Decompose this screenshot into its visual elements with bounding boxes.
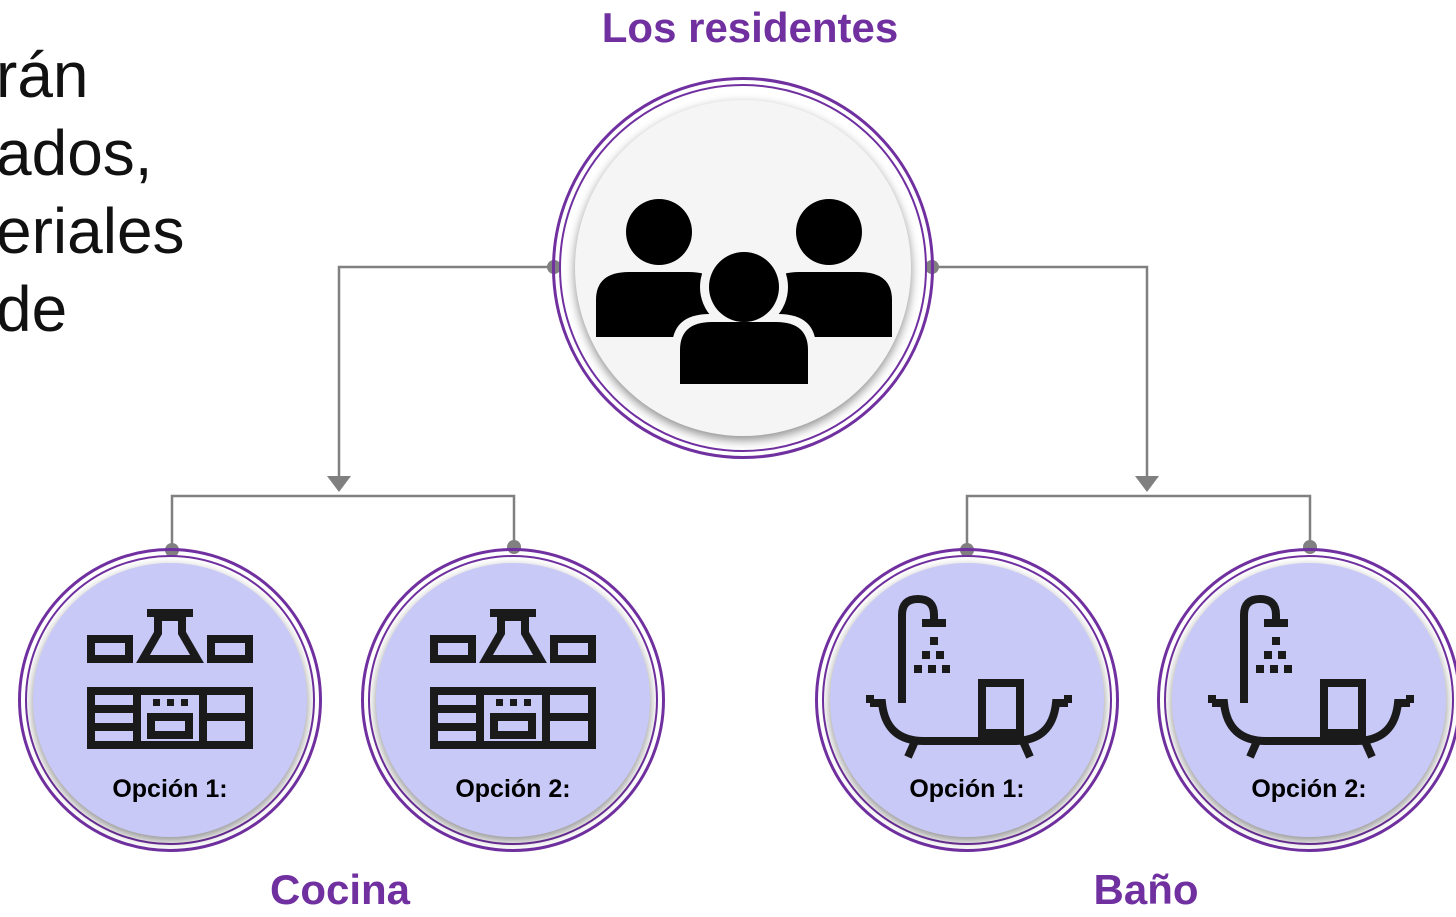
top-node-title: Los residentes	[601, 4, 899, 51]
option-label: Opción 1:	[112, 775, 228, 803]
intro-line-1: rán	[0, 39, 89, 111]
connector-cocina-options	[170, 494, 516, 550]
people-group-icon	[596, 199, 892, 392]
kitchen-icon	[87, 609, 253, 749]
kitchen-icon	[430, 609, 596, 749]
connector-to-cocina	[337, 265, 554, 478]
intro-line-2: ados,	[0, 117, 153, 189]
intro-line-3: eriales	[0, 195, 185, 267]
bathtub-icon	[866, 594, 1072, 759]
residents-node	[552, 77, 934, 459]
bathtub-icon	[1208, 594, 1414, 759]
intro-line-4: de	[0, 273, 68, 345]
arrowhead-bano	[1135, 476, 1159, 492]
connector-bano-options	[965, 494, 1312, 550]
category-label-cocina: Cocina	[269, 866, 411, 913]
category-label-bano: Baño	[1093, 866, 1199, 913]
intro-text-fragment: rán ados, eriales de	[0, 36, 185, 348]
arrowhead-cocina	[327, 476, 351, 492]
option-label: Opción 2:	[1251, 775, 1367, 803]
cocina-option-2-node: Opción 2:	[361, 548, 665, 852]
option-label: Opción 2:	[455, 775, 571, 803]
bano-option-1-node: Opción 1:	[815, 548, 1119, 852]
bano-option-2-node: Opción 2:	[1157, 548, 1456, 852]
option-label: Opción 1:	[909, 775, 1025, 803]
connector-to-bano	[932, 265, 1149, 478]
cocina-option-1-node: Opción 1:	[18, 548, 322, 852]
